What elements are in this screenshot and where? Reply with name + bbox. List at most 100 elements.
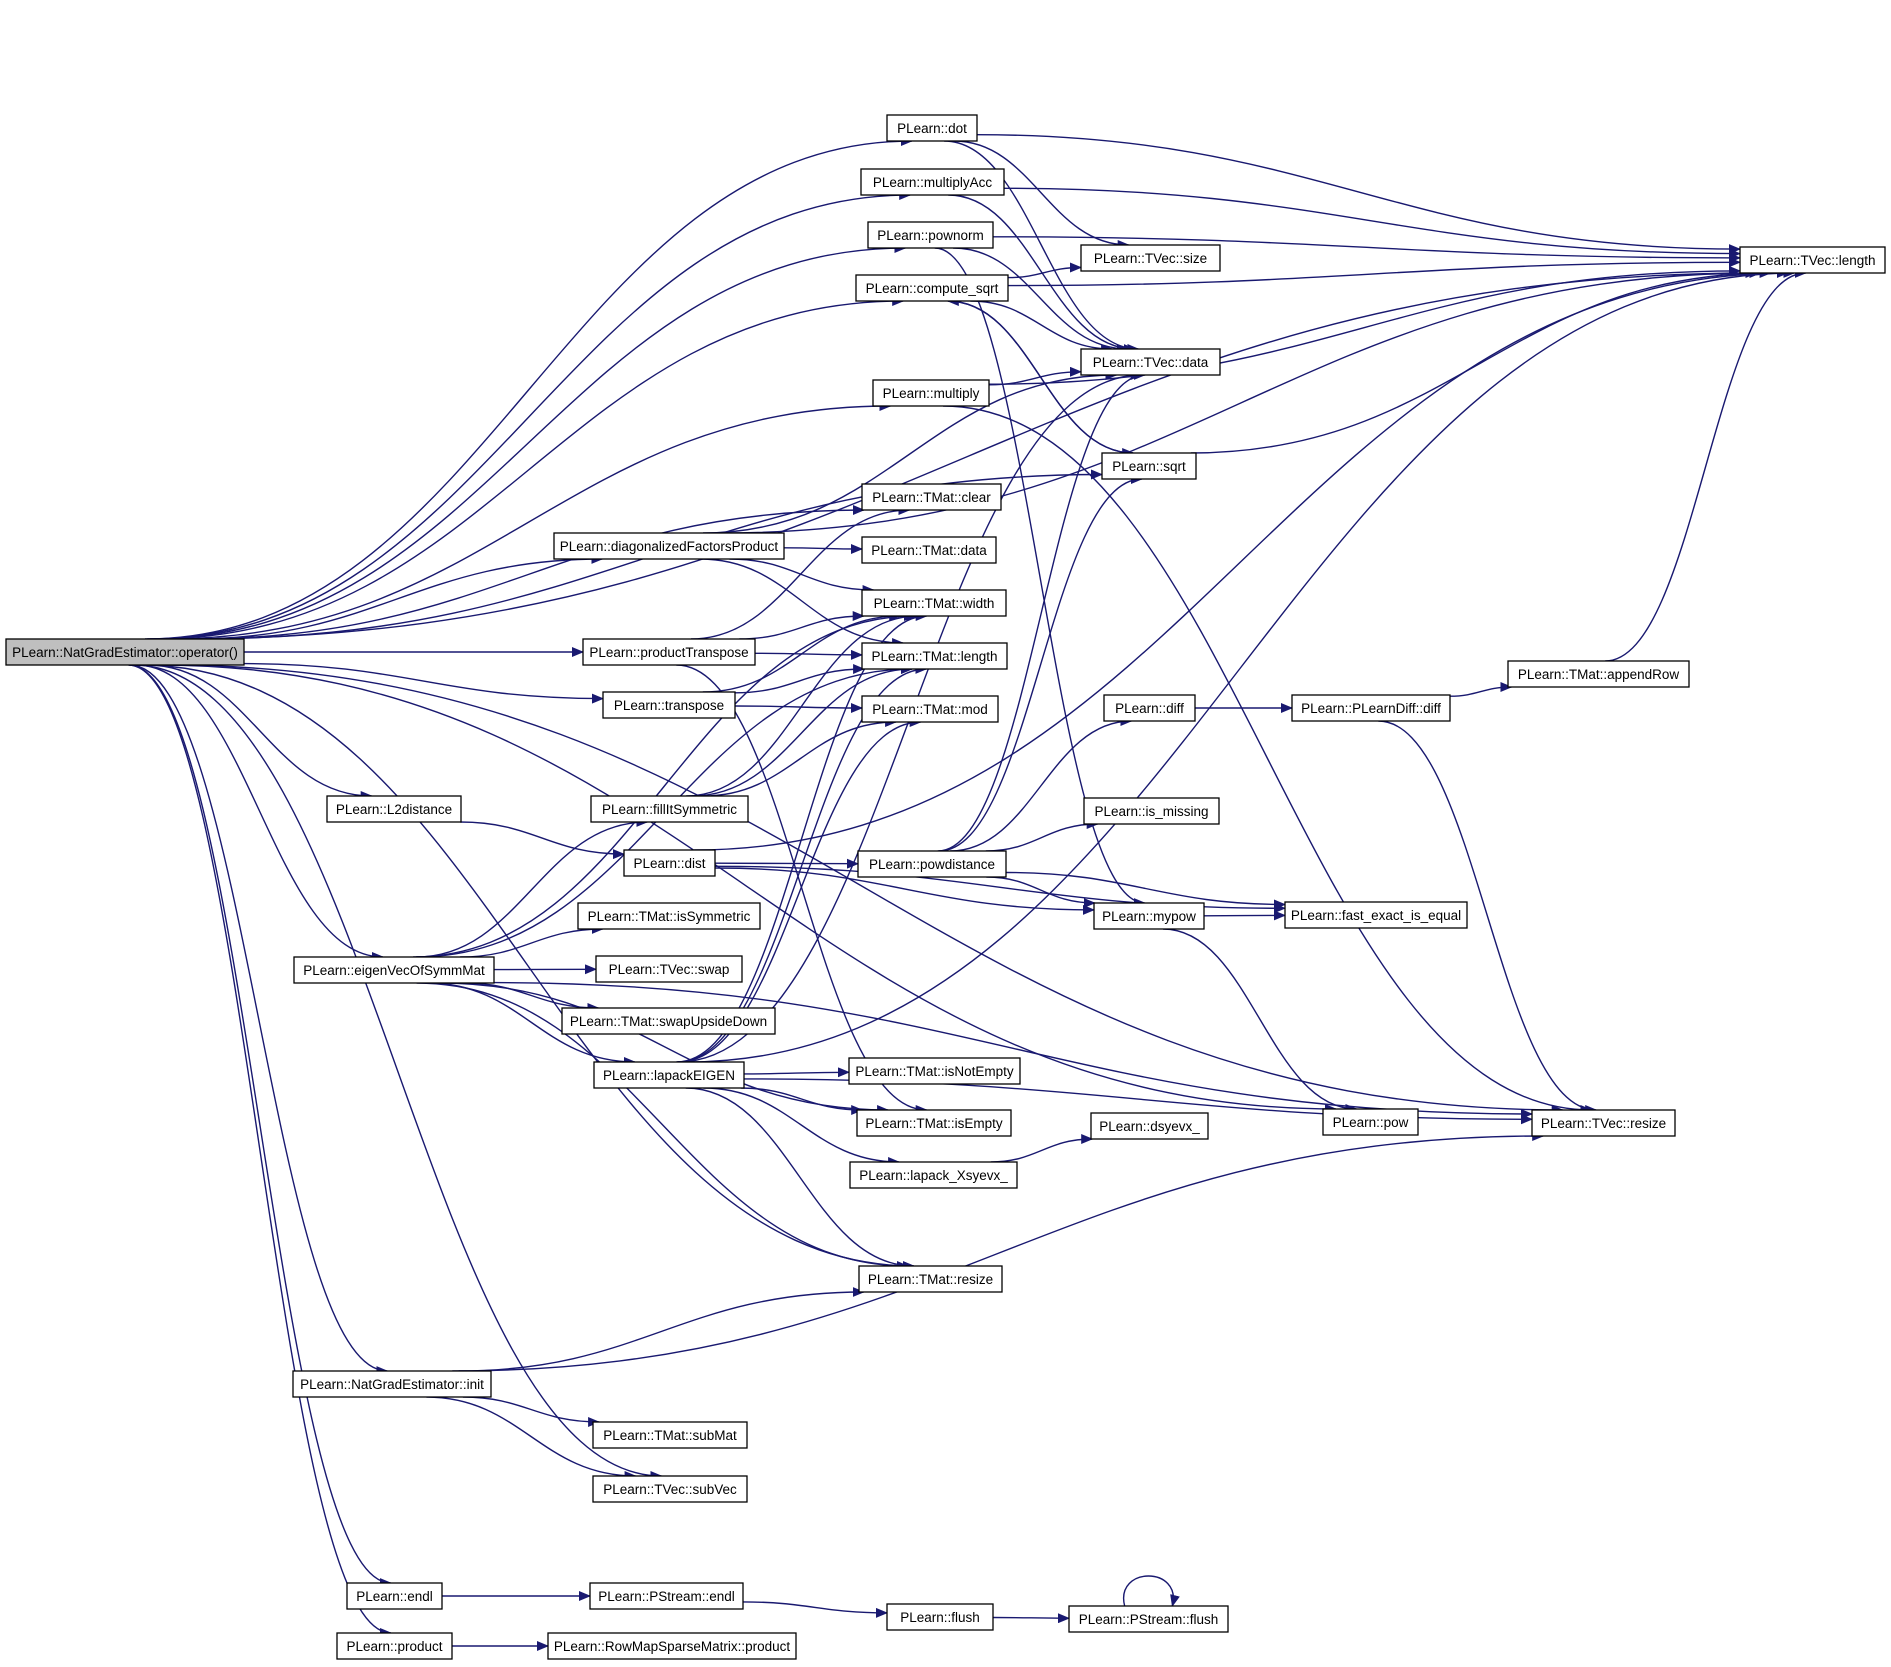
node-tmat_data[interactable]: PLearn::TMat::data (861, 536, 997, 564)
node-isEmpty[interactable]: PLearn::TMat::isEmpty (856, 1109, 1012, 1137)
node-tvec_swap[interactable]: PLearn::TVec::swap (595, 955, 743, 983)
node-tmat_mod[interactable]: PLearn::TMat::mod (861, 695, 999, 723)
node-label: PLearn::dist (633, 856, 705, 871)
node-pstream_endl[interactable]: PLearn::PStream::endl (589, 1582, 744, 1610)
call-edge (676, 611, 928, 1063)
call-edge (686, 611, 919, 797)
call-edge (734, 664, 866, 694)
node-tmat_appendRow[interactable]: PLearn::TMat::appendRow (1507, 660, 1690, 688)
node-dsyevx[interactable]: PLearn::dsyevx_ (1090, 1112, 1209, 1140)
node-productTranspose[interactable]: PLearn::productTranspose (582, 638, 756, 666)
edge-compute_sqrt-to-tvec_data (970, 300, 1114, 354)
node-label: PLearn::TMat::resize (868, 1272, 993, 1287)
node-isSymmetric[interactable]: PLearn::TMat::isSymmetric (577, 902, 761, 930)
call-edge (128, 664, 392, 1588)
edge-eigenVec-to-tmat_width (413, 611, 916, 958)
node-box (346, 1582, 443, 1610)
node-tmat_resize[interactable]: PLearn::TMat::resize (858, 1265, 1003, 1293)
node-box (592, 1421, 748, 1449)
node-label: PLearn::TVec::resize (1541, 1116, 1666, 1131)
node-endl[interactable]: PLearn::endl (346, 1582, 443, 1610)
edge-eigenVec-to-isSymmetric (460, 924, 604, 958)
node-mypow[interactable]: PLearn::mypow (1093, 902, 1205, 930)
call-edge (678, 717, 922, 1063)
node-isNotEmpty[interactable]: PLearn::TMat::isNotEmpty (848, 1057, 1021, 1085)
node-lapackEIGEN[interactable]: PLearn::lapackEIGEN (593, 1061, 745, 1089)
node-tvec_length[interactable]: PLearn::TVec::length (1739, 246, 1886, 274)
edge-dist-to-powdistance (714, 858, 859, 869)
node-lapack_Xsyevx[interactable]: PLearn::lapack_Xsyevx_ (849, 1161, 1018, 1189)
node-sqrt[interactable]: PLearn::sqrt (1101, 452, 1197, 480)
edge-sqrt-to-tvec_length (1190, 268, 1772, 454)
edge-root-to-nge_init (129, 664, 389, 1376)
node-box (1103, 694, 1196, 722)
node-transpose[interactable]: PLearn::transpose (602, 691, 736, 719)
edge-eigenVec-to-isEmpty (439, 982, 890, 1115)
node-subVec[interactable]: PLearn::TVec::subVec (592, 1475, 748, 1503)
node-label: PLearn::TMat::width (874, 596, 995, 611)
node-box (1090, 1112, 1209, 1140)
node-dot[interactable]: PLearn::dot (886, 114, 978, 142)
edge-dist-to-mypow (714, 867, 1095, 915)
node-label: PLearn::TVec::swap (609, 962, 730, 977)
node-diff[interactable]: PLearn::diff (1103, 694, 1196, 722)
node-is_missing[interactable]: PLearn::is_missing (1083, 797, 1220, 825)
node-dist[interactable]: PLearn::dist (623, 849, 716, 877)
node-multiplyAcc[interactable]: PLearn::multiplyAcc (860, 168, 1005, 196)
node-fast_exact[interactable]: PLearn::fast_exact_is_equal (1284, 901, 1468, 929)
edge-powdistance-to-diff (950, 716, 1133, 852)
call-edge (700, 558, 905, 648)
edge-eigenVec-to-tvec_resize (493, 981, 1533, 1119)
edge-diagFP-to-tvec_data (702, 370, 1118, 534)
call-edge (1190, 268, 1772, 454)
edge-pownorm-to-tvec_data (952, 247, 1129, 354)
node-box (5, 638, 245, 666)
call-edge (677, 664, 928, 1063)
call-edge (1162, 928, 1358, 1114)
edge-diagFP-to-tvec_length (720, 268, 1762, 534)
call-edge (462, 1396, 601, 1427)
node-pldiff[interactable]: PLearn::PLearnDiff::diff (1291, 694, 1451, 722)
node-powdistance[interactable]: PLearn::powdistance (857, 850, 1007, 878)
edge-nge_init-to-subVec (426, 1396, 637, 1481)
edge-powdistance-to-sqrt (939, 474, 1143, 852)
call-edge (416, 982, 909, 1271)
node-compute_sqrt[interactable]: PLearn::compute_sqrt (855, 274, 1009, 302)
node-box (561, 1007, 776, 1035)
node-fillItSymmetric[interactable]: PLearn::fillItSymmetric (590, 795, 749, 823)
node-diagFP[interactable]: PLearn::diagonalizedFactorsProduct (553, 532, 785, 560)
node-label: PLearn::TVec::length (1749, 253, 1875, 268)
node-box (336, 1632, 453, 1660)
node-pstream_flush[interactable]: PLearn::PStream::flush (1068, 1605, 1229, 1633)
node-label: PLearn::TVec::data (1093, 355, 1209, 370)
node-nge_init[interactable]: PLearn::NatGradEstimator::init (292, 1370, 492, 1398)
call-edge (1003, 187, 1741, 259)
call-edge (734, 702, 863, 713)
node-pow[interactable]: PLearn::pow (1322, 1108, 1419, 1136)
call-edge (165, 664, 1564, 1115)
edge-fillItSymmetric-to-tmat_length (691, 664, 913, 797)
node-eigenVec[interactable]: PLearn::eigenVecOfSymmMat (293, 956, 495, 984)
edge-pstream_flush-to-pstream_flush (1122, 1575, 1180, 1607)
node-label: PLearn::TMat::appendRow (1518, 667, 1680, 682)
node-tvec_size[interactable]: PLearn::TVec::size (1080, 244, 1221, 272)
edge-mypow-to-pow (1162, 928, 1358, 1114)
node-product[interactable]: PLearn::product (336, 1632, 453, 1660)
node-box (858, 1265, 1003, 1293)
node-swapUpsideDown[interactable]: PLearn::TMat::swapUpsideDown (561, 1007, 776, 1035)
node-tmat_length[interactable]: PLearn::TMat::length (861, 642, 1008, 670)
node-L2distance[interactable]: PLearn::L2distance (326, 795, 462, 823)
node-tvec_data[interactable]: PLearn::TVec::data (1080, 348, 1221, 376)
node-rmsm_product[interactable]: PLearn::RowMapSparseMatrix::product (547, 1632, 797, 1660)
node-flush[interactable]: PLearn::flush (886, 1603, 994, 1631)
call-edge (159, 664, 1337, 1114)
node-subMat[interactable]: PLearn::TMat::subMat (592, 1421, 748, 1449)
edge-dot-to-tvec_length (976, 134, 1741, 255)
node-multiply[interactable]: PLearn::multiply (872, 379, 990, 407)
node-tmat_clear[interactable]: PLearn::TMat::clear (861, 483, 1002, 511)
node-pownorm[interactable]: PLearn::pownorm (867, 221, 994, 249)
node-root[interactable]: PLearn::NatGradEstimator::operator() (5, 638, 245, 666)
node-label: PLearn::PLearnDiff::diff (1301, 701, 1441, 716)
node-tvec_resize[interactable]: PLearn::TVec::resize (1531, 1109, 1676, 1137)
node-tmat_width[interactable]: PLearn::TMat::width (861, 589, 1007, 617)
